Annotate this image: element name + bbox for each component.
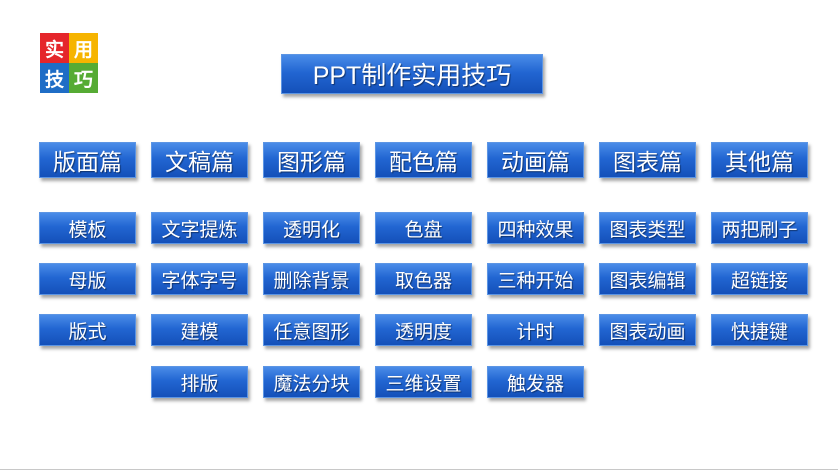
topic-chart-animation-button[interactable]: 图表动画 <box>599 314 696 346</box>
topic-freeform-shape-button[interactable]: 任意图形 <box>263 314 360 346</box>
logo-char-qiao: 巧 <box>69 63 98 93</box>
logo: 实 用 技 巧 <box>40 33 98 93</box>
category-other-button[interactable]: 其他篇 <box>711 142 808 178</box>
topic-magic-split-button[interactable]: 魔法分块 <box>263 366 360 398</box>
logo-char-shi: 实 <box>40 33 69 63</box>
topic-font-size-button[interactable]: 字体字号 <box>151 263 248 295</box>
topic-shortcut-keys-button[interactable]: 快捷键 <box>711 314 808 346</box>
topic-trigger-button[interactable]: 触发器 <box>487 366 584 398</box>
topic-opacity-button[interactable]: 透明度 <box>375 314 472 346</box>
topic-two-brushes-button[interactable]: 两把刷子 <box>711 212 808 244</box>
category-page-layout-button[interactable]: 版面篇 <box>39 142 136 178</box>
topic-template-button[interactable]: 模板 <box>39 212 136 244</box>
page-title: PPT制作实用技巧 <box>281 54 543 94</box>
topic-eyedropper-button[interactable]: 取色器 <box>375 263 472 295</box>
bottom-divider <box>0 469 838 470</box>
topic-modeling-button[interactable]: 建模 <box>151 314 248 346</box>
topic-layout-style-button[interactable]: 版式 <box>39 314 136 346</box>
topic-color-palette-button[interactable]: 色盘 <box>375 212 472 244</box>
topic-chart-types-button[interactable]: 图表类型 <box>599 212 696 244</box>
category-shapes-button[interactable]: 图形篇 <box>263 142 360 178</box>
topic-four-effects-button[interactable]: 四种效果 <box>487 212 584 244</box>
logo-char-yong: 用 <box>69 33 98 63</box>
topic-master-button[interactable]: 母版 <box>39 263 136 295</box>
topic-timing-button[interactable]: 计时 <box>487 314 584 346</box>
topic-three-starts-button[interactable]: 三种开始 <box>487 263 584 295</box>
category-color-button[interactable]: 配色篇 <box>375 142 472 178</box>
category-text-button[interactable]: 文稿篇 <box>151 142 248 178</box>
category-animation-button[interactable]: 动画篇 <box>487 142 584 178</box>
topic-3d-settings-button[interactable]: 三维设置 <box>375 366 472 398</box>
topic-text-refine-button[interactable]: 文字提炼 <box>151 212 248 244</box>
logo-char-ji: 技 <box>40 63 69 93</box>
topic-hyperlink-button[interactable]: 超链接 <box>711 263 808 295</box>
topic-transparency-button[interactable]: 透明化 <box>263 212 360 244</box>
category-charts-button[interactable]: 图表篇 <box>599 142 696 178</box>
topic-chart-editing-button[interactable]: 图表编辑 <box>599 263 696 295</box>
topic-typesetting-button[interactable]: 排版 <box>151 366 248 398</box>
topic-remove-background-button[interactable]: 删除背景 <box>263 263 360 295</box>
